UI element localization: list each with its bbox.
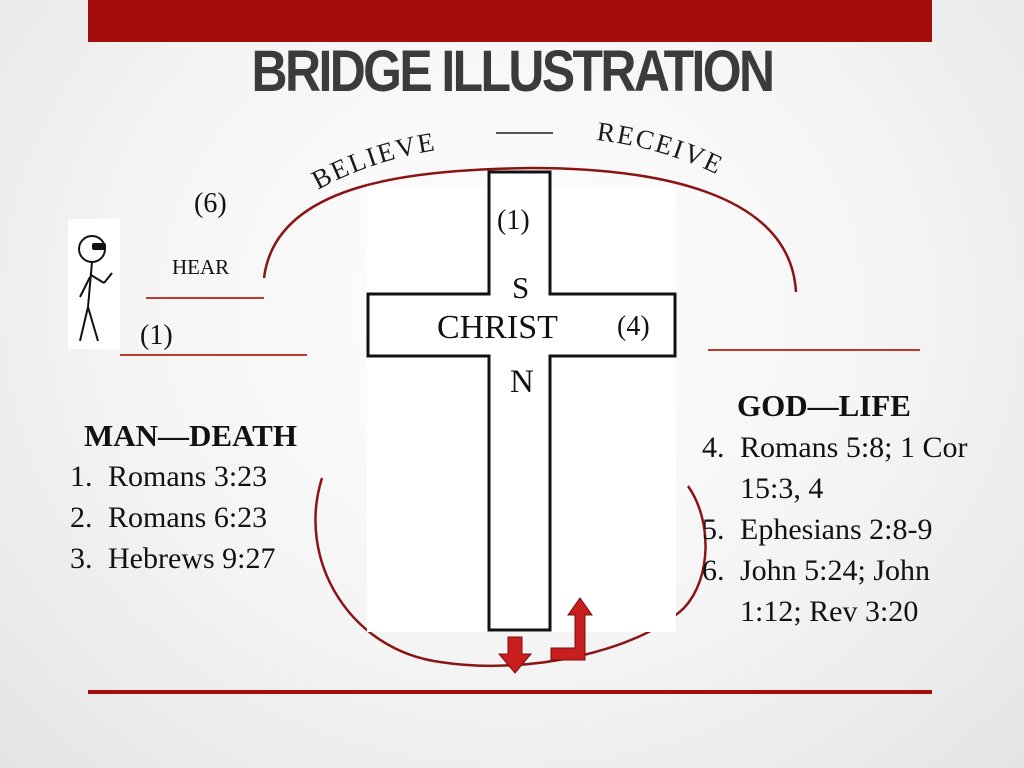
god-life-heading: GOD—LIFE <box>737 388 911 423</box>
list-item: 2. Romans 6:23 <box>70 497 275 538</box>
god-references-list: 4. Romans 5:8; 1 Cor 15:3, 4 5. Ephesian… <box>702 427 972 632</box>
list-item-number: 1. <box>70 460 93 493</box>
list-item-text: Ephesians 2:8-9 <box>740 513 933 546</box>
cross-bottom-letter: N <box>510 364 534 400</box>
down-arrow-icon <box>497 636 533 674</box>
man-death-heading: MAN—DEATH <box>84 418 297 453</box>
receive-label: RECEIVE <box>595 116 726 181</box>
list-item: 3. Hebrews 9:27 <box>70 538 275 579</box>
list-item-number: 2. <box>70 501 93 534</box>
cross-top-letter: S <box>512 270 530 305</box>
svg-text:RECEIVE: RECEIVE <box>595 116 728 181</box>
step-six-label: (6) <box>194 188 227 219</box>
list-item-text: Romans 3:23 <box>108 460 268 493</box>
bottom-arc <box>314 477 707 668</box>
list-item: 6. John 5:24; John 1:12; Rev 3:20 <box>702 550 972 632</box>
list-item-text: Romans 6:23 <box>108 501 268 534</box>
step-one-left-label: (1) <box>140 320 173 351</box>
list-item-number: 6. <box>702 554 725 587</box>
list-item-number: 4. <box>702 431 725 464</box>
hear-label: HEAR <box>172 255 230 279</box>
stick-figure-with-sunglasses-icon <box>68 219 120 349</box>
list-item-number: 5. <box>702 513 725 546</box>
list-item: 5. Ephesians 2:8-9 <box>702 509 972 550</box>
list-item: 1. Romans 3:23 <box>70 456 275 497</box>
list-item-text: John 5:24; John 1:12; Rev 3:20 <box>740 554 931 628</box>
list-item-number: 3. <box>70 542 93 575</box>
top-arc <box>262 166 798 293</box>
list-item-text: Hebrews 9:27 <box>108 542 276 575</box>
page-title: BRIDGE ILLUSTRATION <box>251 39 775 104</box>
cross-christ-label: CHRIST <box>437 309 558 346</box>
list-item-text: Romans 5:8; 1 Cor 15:3, 4 <box>740 431 968 505</box>
up-turn-arrow-icon <box>550 597 593 661</box>
step-one-cross-label: (1) <box>497 205 530 236</box>
step-four-label: (4) <box>617 311 650 342</box>
top-accent-bar <box>88 0 932 42</box>
man-references-list: 1. Romans 3:23 2. Romans 6:23 3. Hebrews… <box>70 456 275 579</box>
cross-shape <box>366 170 677 632</box>
list-item: 4. Romans 5:8; 1 Cor 15:3, 4 <box>702 427 972 509</box>
